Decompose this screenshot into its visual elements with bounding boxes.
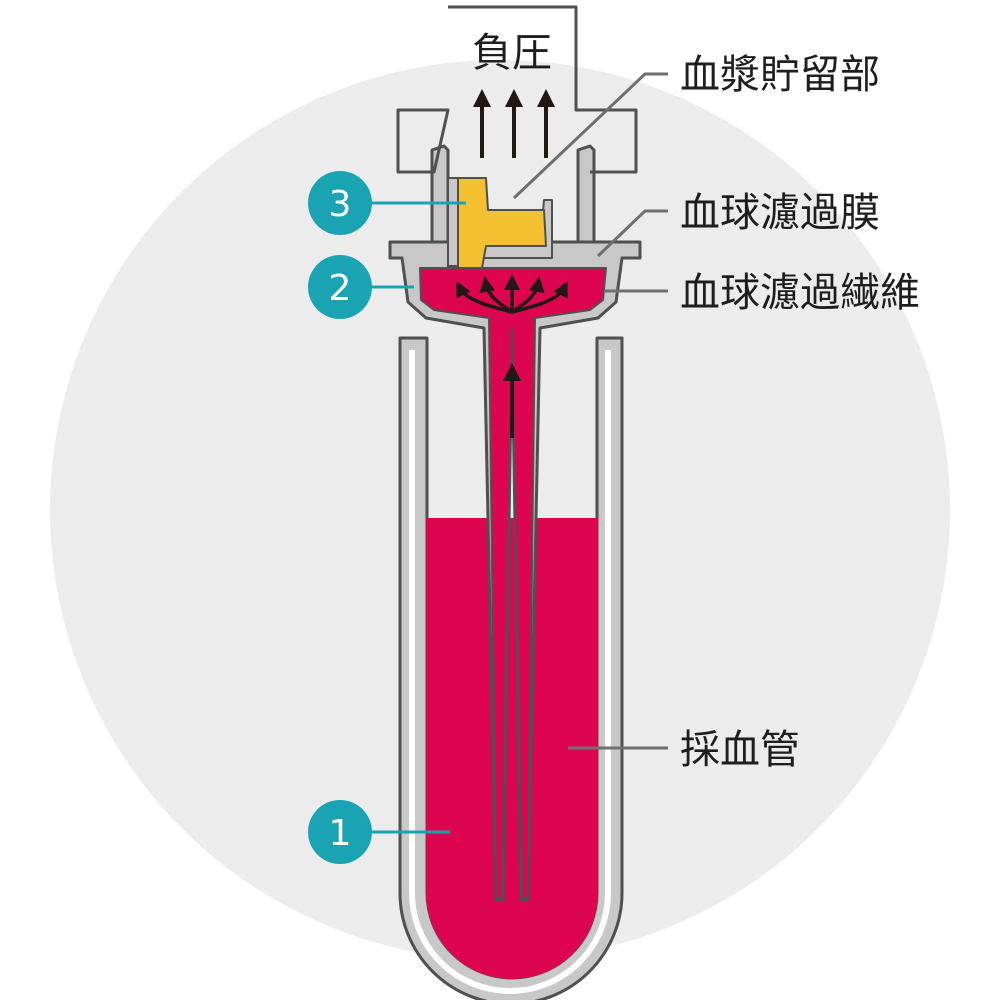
svg-text:3: 3 [329,184,352,225]
label-filter-fiber: 血球濾過繊維 [680,270,920,316]
label-plasma-reservoir: 血漿貯留部 [680,52,880,98]
svg-text:1: 1 [329,813,352,854]
fan-arrow-icon [456,274,568,314]
label-negative-pressure: 負圧 [472,30,552,76]
filter-fiber-chamber [419,267,607,899]
arrow-up-icon [473,89,555,158]
tube-blood [426,518,598,979]
badge-2: 2 [308,255,414,319]
tube-inner-lining [409,350,611,994]
collection-tube [398,336,624,1000]
badge-3: 3 [308,171,466,235]
fiber-blood [419,267,607,899]
badge-1: 1 [308,800,450,864]
label-collection-tube: 採血管 [680,727,800,773]
leader-lines [512,72,668,750]
plasma-reservoir-fill [457,177,547,269]
svg-text:2: 2 [329,268,352,309]
label-filter-membrane: 血球濾過膜 [680,190,880,236]
inner-block-left [447,177,459,267]
